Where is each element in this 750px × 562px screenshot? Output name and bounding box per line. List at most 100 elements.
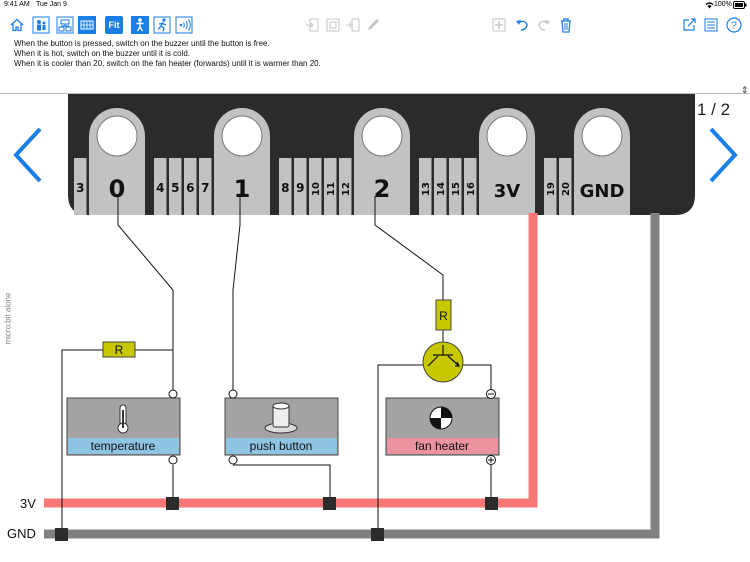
transistor-icon[interactable] [422,341,464,383]
fan-heater-label: fan heater [415,439,469,453]
pin-label: 14 [436,182,447,196]
pin-gnd[interactable]: GND [574,108,630,215]
pin-1[interactable]: 1 [214,108,270,215]
pin-19[interactable]: 19 [544,158,557,215]
add-icon[interactable] [490,16,508,34]
pin-0[interactable]: 0 [89,108,145,215]
blocks-icon[interactable] [56,16,74,34]
resize-handle-icon[interactable]: ⇕ [741,85,749,95]
push-button-label: push button [250,439,313,453]
resistor-label: R [115,343,124,357]
enter-icon[interactable] [304,16,322,34]
board-icon[interactable] [78,16,96,34]
next-page-button[interactable] [703,125,743,185]
rail-3v [44,213,538,508]
stand-icon[interactable] [131,16,149,34]
program-description[interactable]: When the button is pressed, switch on th… [14,39,744,69]
description-line: When it is hot, switch on the buzzer unt… [14,49,191,58]
pin-label: 11 [326,182,337,196]
temperature-label-bar [68,438,179,454]
redo-icon[interactable] [535,16,553,34]
list-icon[interactable] [702,16,720,34]
pin-label: 9 [296,181,304,195]
signal-icon[interactable] [175,16,193,34]
rail-gnd-label: GND [7,526,36,541]
pin-label: 2 [374,175,391,203]
pin-15[interactable]: 15 [449,158,462,215]
pin-hole [96,115,138,157]
wifi-icon [705,1,714,11]
description-line: When the button is pressed, switch on th… [14,39,270,48]
description-line: When it is cooler than 20, switch on the… [14,59,321,68]
pin-label: 10 [311,182,322,196]
rail-connectors [55,497,498,541]
pin-label: GND [580,181,625,202]
thermometer-icon [117,404,129,434]
undo-icon[interactable] [513,16,531,34]
pin-label: 15 [451,182,462,196]
pin-4[interactable]: 4 [154,158,167,215]
resistor-temperature[interactable]: R [102,341,136,358]
pin-label: 7 [201,181,209,195]
pin-6[interactable]: 6 [184,158,197,215]
help-icon[interactable]: ? [725,16,743,34]
pin-label: 4 [156,181,164,195]
fit-button[interactable]: Fit [105,16,123,34]
resistor-label: R [439,309,448,323]
status-time: 9:41 AM [4,1,30,8]
pin-label: 19 [546,182,557,196]
pin-9[interactable]: 9 [294,158,307,215]
pin-12[interactable]: 12 [339,158,352,215]
pin-10[interactable]: 10 [309,158,322,215]
insert-icon[interactable] [344,16,362,34]
pencil-icon[interactable] [364,16,382,34]
push-button-sensor[interactable]: push button [224,389,339,465]
frame-icon[interactable] [324,16,342,34]
fan-icon [429,406,453,430]
home-icon[interactable] [8,16,26,34]
wires [61,196,492,528]
pin-8[interactable]: 8 [279,158,292,215]
pin-label: 0 [109,175,126,203]
export-icon[interactable] [680,16,698,34]
people-icon[interactable] [32,16,50,34]
trash-icon[interactable] [557,16,575,34]
pin-hole [486,115,528,157]
pin-3[interactable]: 3 [74,158,87,215]
pin-11[interactable]: 11 [324,158,337,215]
pin-13[interactable]: 13 [419,158,432,215]
fan-heater-actuator[interactable]: fan heater [385,389,500,465]
pin-7[interactable]: 7 [199,158,212,215]
push-button-icon [264,402,298,434]
pin-label: 12 [341,182,352,196]
connector-square [323,497,336,510]
connector-square [485,497,498,510]
pin-5[interactable]: 5 [169,158,182,215]
pin-14[interactable]: 14 [434,158,447,215]
run-icon[interactable] [153,16,171,34]
status-date: Tue Jan 9 [36,1,67,8]
resistor-fan-heater[interactable]: R [435,299,452,331]
pin-label: 8 [281,181,289,195]
page-indicator: 1 / 2 [697,100,731,119]
chevron-left-icon [13,127,42,183]
previous-page-button[interactable] [8,125,48,185]
pin-hole [361,115,403,157]
pin-label: 3 [76,181,84,195]
pin-3v[interactable]: 3V [479,108,535,215]
pin-16[interactable]: 16 [464,158,477,215]
chevron-right-icon [709,127,738,183]
pin-2[interactable]: 2 [354,108,410,215]
push-button-label-bar [226,438,337,454]
pin-hole [581,115,623,157]
connector-square [371,528,384,541]
pin-20[interactable]: 20 [559,158,572,215]
svg-text:?: ? [731,21,737,32]
divider [0,93,750,94]
temperature-sensor[interactable]: temperature [66,389,181,465]
temperature-label: temperature [91,439,156,453]
pin-label: 20 [561,182,572,196]
battery-icon [733,1,747,11]
